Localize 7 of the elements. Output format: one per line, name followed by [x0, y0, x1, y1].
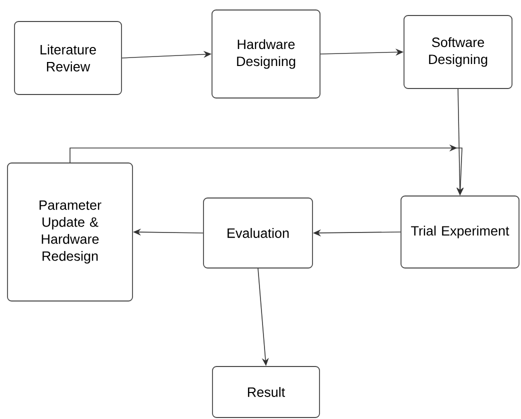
process-box: Hardware Designing	[212, 10, 320, 98]
process-box: Parameter Update & Hardware Redesign	[7, 162, 133, 302]
process-box: Literature Review	[14, 21, 122, 95]
process-box: Trial Experiment	[400, 196, 520, 268]
process-box: Evaluation	[203, 198, 313, 268]
process-box: Software Designing	[404, 15, 512, 89]
process-box: Result	[212, 366, 320, 418]
